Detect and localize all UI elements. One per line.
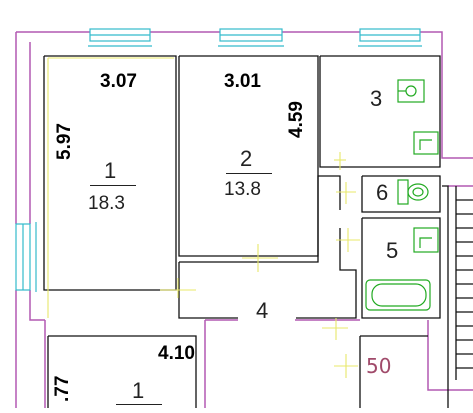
windows: [15, 28, 422, 292]
stair-number: 50: [366, 354, 392, 378]
room-2-area-divider: [226, 173, 272, 174]
room-1-width-dimension: 3.07: [100, 71, 137, 92]
room-1-length-dimension: 5.97: [54, 123, 75, 160]
lower-room-area-divider: [116, 404, 162, 405]
room-1-area-divider: [90, 185, 136, 186]
room-1-area: 18.3: [88, 193, 125, 214]
room-3-number: 3: [370, 86, 383, 111]
lower-room-number: 1: [132, 378, 145, 403]
room-5-number: 5: [386, 238, 399, 263]
room-2-length-dimension: 4.59: [286, 101, 307, 138]
lower-room-length-dimension: .77: [52, 375, 73, 402]
room-4-number: 4: [256, 298, 269, 323]
room-outlines: [43, 55, 473, 408]
fixtures: [365, 79, 439, 311]
lower-room-width-dimension: 4.10: [158, 343, 195, 364]
room-6-number: 6: [376, 180, 389, 205]
room-2-area: 13.8: [224, 179, 261, 200]
room-2-number: 2: [240, 146, 253, 171]
yellow-hatch: [47, 57, 360, 378]
room-2-width-dimension: 3.01: [224, 71, 261, 92]
room-1-number: 1: [104, 158, 117, 183]
outer-walls: [15, 31, 473, 408]
